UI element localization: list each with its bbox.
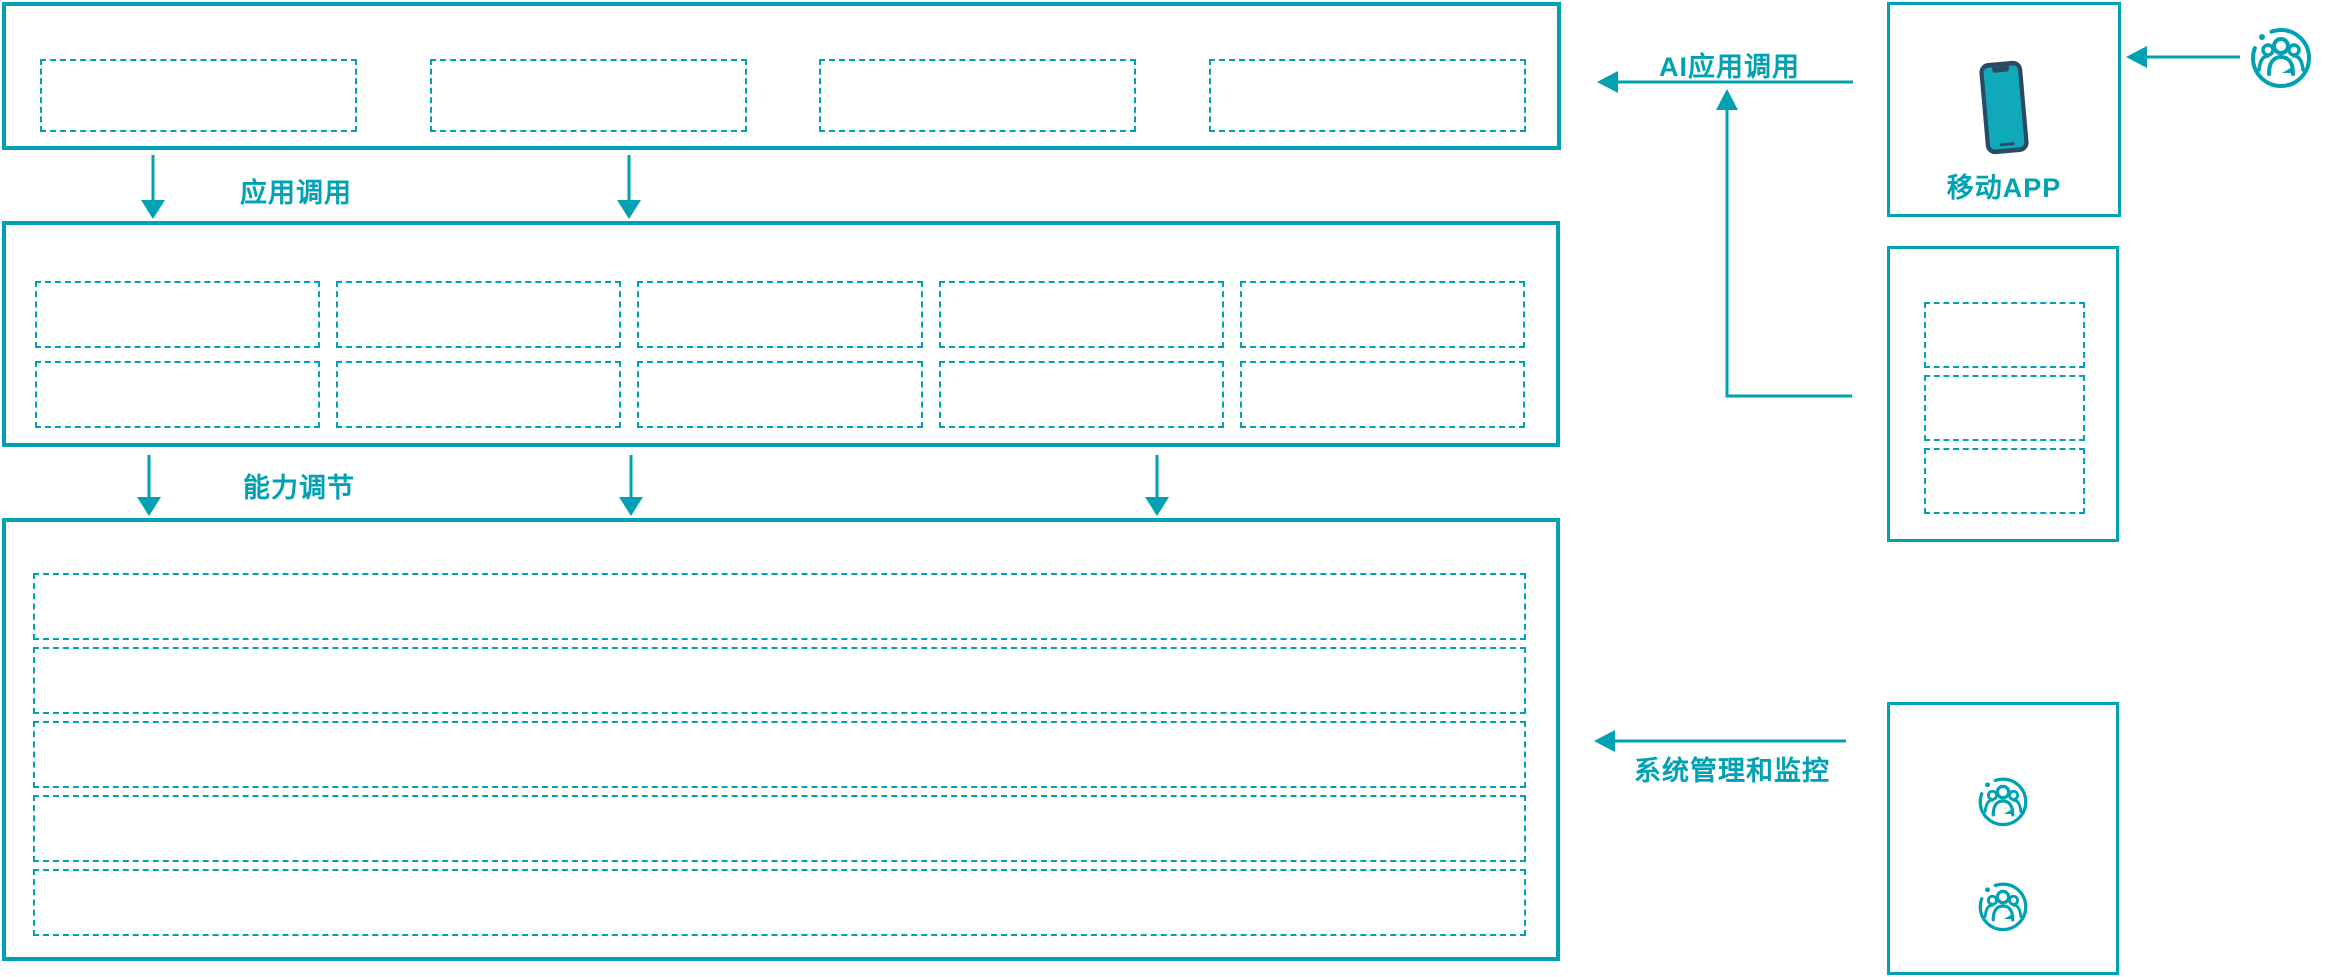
ai-app-call-label: AI应用调用 — [1659, 52, 1800, 82]
app-call-arrow — [617, 155, 641, 219]
user-group-icon — [1977, 880, 2029, 937]
capability-placeholder-box — [637, 281, 923, 348]
capability-placeholder-box — [336, 361, 622, 428]
platform-placeholder-row — [33, 869, 1526, 936]
capability-layer-box — [2, 221, 1560, 447]
edge-placeholder-box — [1924, 448, 2085, 514]
admin-users-box — [1887, 702, 2119, 975]
capability-placeholder-box — [35, 361, 321, 428]
application-placeholder-box — [40, 59, 357, 132]
edge-uplink-arrow — [1716, 89, 1852, 398]
capability-arrow — [619, 455, 643, 516]
capability-placeholder-box — [938, 361, 1224, 428]
user-access-arrow — [2126, 46, 2240, 68]
system-management-label: 系统管理和监控 — [1634, 756, 1830, 786]
edge-placeholder-box — [1924, 302, 2085, 368]
platform-placeholder-row — [33, 795, 1526, 862]
mobile-app-box: 移动APP — [1887, 2, 2121, 217]
application-placeholder-box — [819, 59, 1137, 132]
platform-placeholder-row — [33, 573, 1526, 640]
mobile-app-label: 移动APP — [1946, 173, 2062, 203]
capability-placeholder-box — [1239, 361, 1525, 428]
capability-placeholder-box — [637, 361, 923, 428]
application-layer-box — [2, 2, 1561, 150]
capability-arrow — [137, 455, 161, 516]
user-group-icon — [2249, 25, 2313, 94]
capability-placeholder-box — [1239, 281, 1525, 348]
edge-services-box — [1887, 246, 2119, 542]
app-call-arrow — [141, 155, 165, 219]
application-placeholder-box — [1208, 59, 1526, 132]
smartphone-icon — [1979, 60, 2029, 155]
capability-arrow — [1145, 455, 1169, 516]
app-call-flow-label: 应用调用 — [240, 178, 352, 208]
application-placeholder-box — [429, 59, 747, 132]
platform-placeholder-row — [33, 647, 1526, 714]
capability-placeholder-box — [336, 281, 622, 348]
edge-placeholder-box — [1924, 375, 2085, 441]
platform-placeholder-row — [33, 721, 1526, 788]
user-group-icon — [1977, 775, 2029, 832]
capability-placeholder-box — [938, 281, 1224, 348]
capability-placeholder-box — [35, 281, 321, 348]
capability-flow-label: 能力调节 — [243, 473, 355, 503]
platform-layer-box — [2, 518, 1560, 961]
